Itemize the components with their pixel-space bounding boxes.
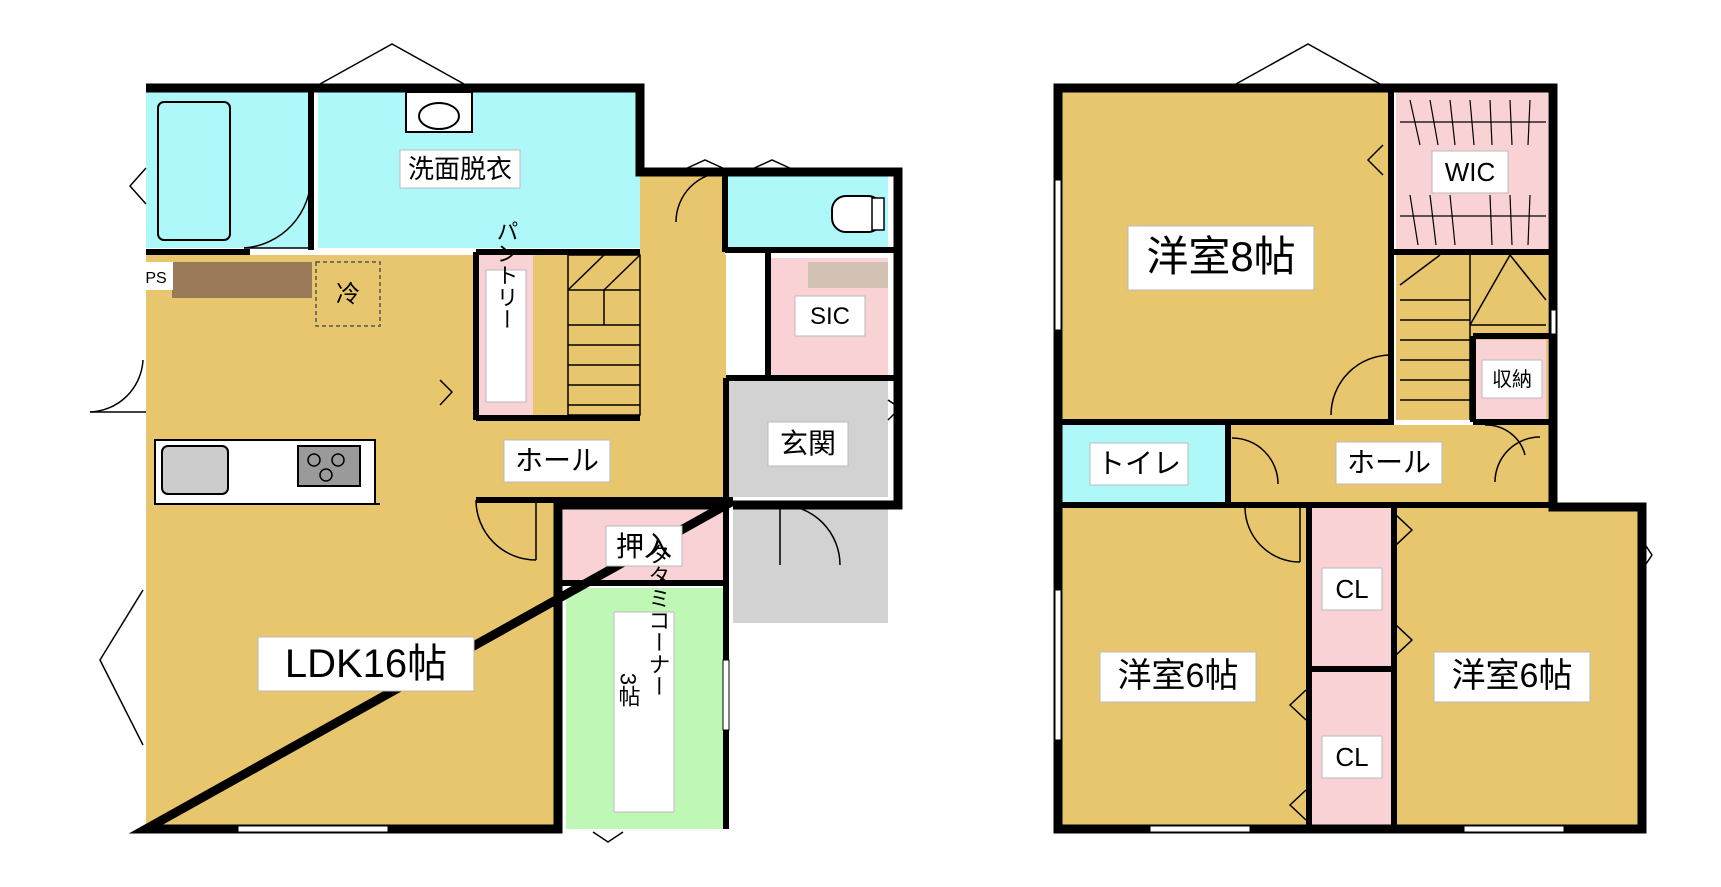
doors-2 — [1231, 144, 1653, 821]
doors-1 — [89, 171, 902, 746]
room-label-sic: SIC — [810, 303, 850, 330]
room-label-storage: 収納 — [1492, 368, 1532, 391]
room-label-ldk: LDK16帖 — [285, 642, 447, 686]
room-label-western8: 洋室8帖 — [1146, 233, 1295, 280]
interior-walls-2 — [1058, 88, 1553, 829]
windows-2 — [1054, 43, 1565, 833]
interior-walls-1 — [146, 88, 898, 829]
room-label-hall-2: ホール — [1347, 447, 1431, 478]
room-label-cl-lower: CL — [1335, 742, 1368, 772]
room-label-western6-left: 洋室6帖 — [1118, 657, 1239, 695]
room-label-tatami-size: 3帖 — [616, 673, 641, 708]
labels-2: 洋室8帖 WIC 収納 トイレ ホール CL CL 洋室6帖 洋室6帖 — [1089, 150, 1591, 779]
room-label-wash: 洗面脱衣 — [408, 154, 512, 184]
room-label-closet-1: 押入 — [616, 531, 672, 562]
bathtub — [157, 101, 231, 241]
cooktop — [297, 445, 361, 487]
burner — [331, 453, 345, 467]
wic-hangers — [1400, 99, 1546, 246]
burner — [307, 453, 321, 467]
room-label-tatami: タタミコーナー — [646, 543, 671, 697]
burner — [319, 468, 333, 482]
room-label-toilet: トイレ — [1097, 448, 1181, 479]
floor-2: 洋室8帖 WIC 収納 トイレ ホール CL CL 洋室6帖 洋室6帖 — [1053, 43, 1653, 834]
room-label-western6-right: 洋室6帖 — [1452, 657, 1573, 695]
kitchen-back-counter — [172, 262, 312, 298]
floor-1: 洗面脱衣 PS 冷 パントリー SIC 玄関 ホール 押入 LDK16帖 タタミ… — [89, 43, 903, 843]
washbasin-bowl — [418, 102, 460, 130]
labels-1: 洗面脱衣 PS 冷 パントリー SIC 玄関 ホール 押入 LDK16帖 タタミ… — [139, 149, 866, 813]
outer-wall-2 — [1053, 83, 1647, 834]
porch-fill — [733, 505, 888, 623]
room-label-cl-upper: CL — [1335, 574, 1368, 604]
room-label-fridge: 冷 — [336, 281, 360, 308]
room-label-hall-1: ホール — [515, 445, 599, 476]
windows-1 — [128, 43, 795, 843]
room-label-ps: PS — [145, 270, 166, 287]
room-label-pantry: パントリー — [494, 220, 519, 330]
room-label-wic: WIC — [1445, 157, 1496, 187]
fridge-space — [315, 261, 381, 327]
sink — [161, 445, 229, 495]
room-label-entrance: 玄関 — [780, 428, 836, 459]
toilet-tank-1 — [871, 197, 885, 231]
sic-shelf — [808, 262, 888, 288]
